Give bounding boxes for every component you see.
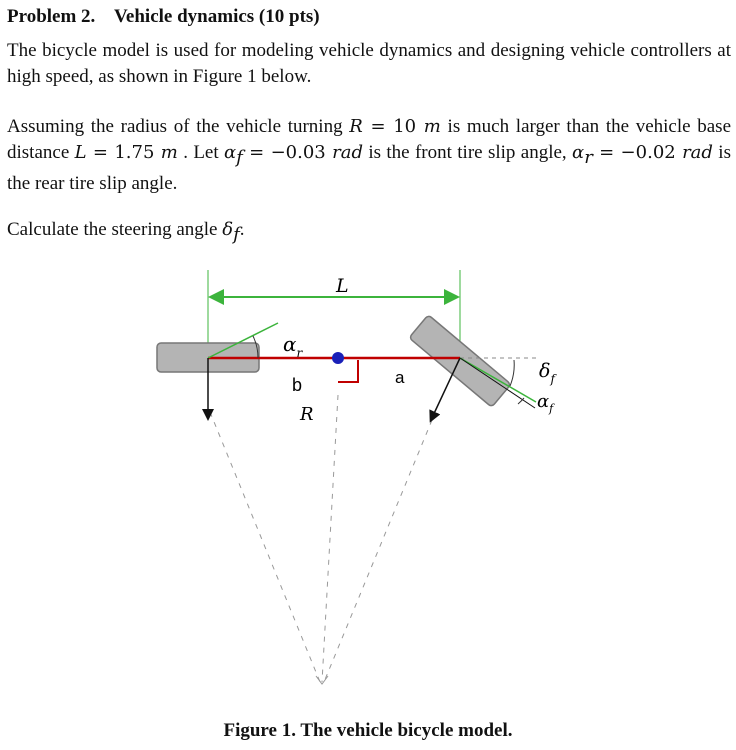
- label-alpha-r: αr: [283, 332, 304, 360]
- right-angle-marker: [338, 360, 359, 383]
- label-a: a: [395, 368, 405, 387]
- center-of-gravity-dot: [332, 352, 344, 364]
- problem-heading: Problem 2. Vehicle dynamics (10 pts): [7, 6, 320, 27]
- front-radius-dashed-line: [323, 419, 433, 683]
- rear-slip-angle-arc: [252, 335, 259, 359]
- figure-caption: Figure 1. The vehicle bicycle model.: [223, 720, 513, 741]
- label-R: R: [299, 404, 314, 425]
- cg-radius-dashed-line: [321, 394, 339, 683]
- intro-paragraph: The bicycle model is used for modeling v…: [7, 40, 731, 87]
- label-L: L: [335, 275, 349, 297]
- question-paragraph: Calculate the steering angle δf.: [7, 219, 245, 245]
- label-b: b: [292, 375, 302, 395]
- rear-radius-dashed-line: [209, 411, 321, 683]
- given-paragraph: Assuming the radius of the vehicle turni…: [7, 116, 732, 194]
- front-slip-angle-arc: [517, 397, 525, 405]
- label-delta-f: δf: [539, 360, 557, 386]
- label-alpha-f: αf: [537, 391, 555, 415]
- front-tire: [409, 315, 511, 407]
- front-radius-arrow: [429, 357, 461, 423]
- instant-center-mark: [315, 675, 329, 685]
- rear-velocity-line: [207, 322, 279, 359]
- front-velocity-line: [459, 357, 537, 403]
- steering-angle-arc: [509, 359, 515, 387]
